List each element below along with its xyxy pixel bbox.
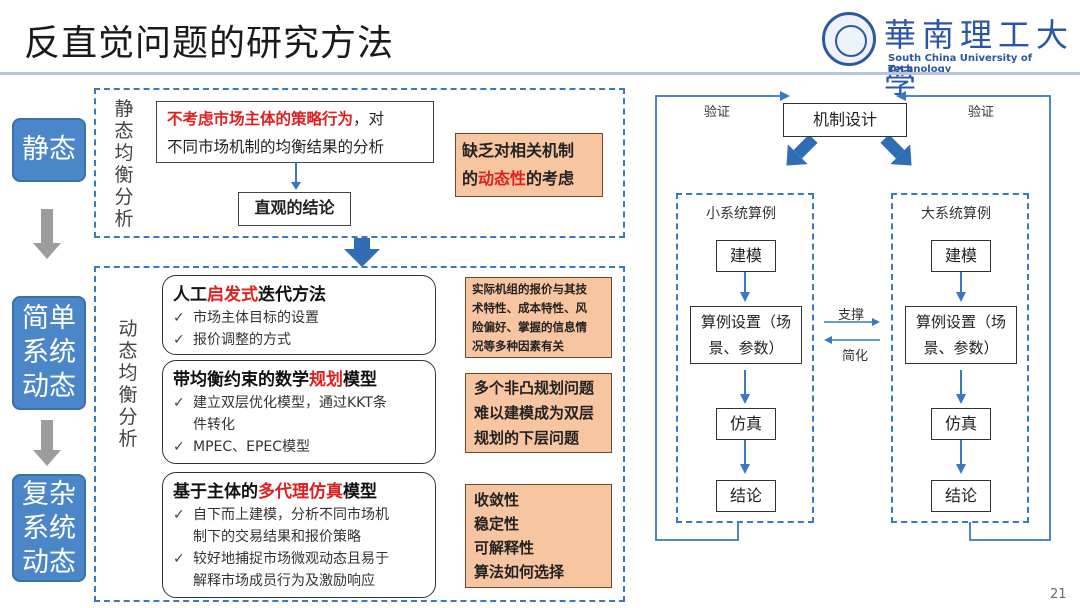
large-modeling-box: 建模 — [931, 240, 991, 272]
equilibrium-note: 多个非凸规划问题难以建模成为双层规划的下层问题 — [465, 373, 612, 453]
large-simulation-box: 仿真 — [931, 408, 991, 440]
header-divider — [0, 72, 1080, 75]
note-line1: 缺乏对相关机制 — [462, 141, 575, 160]
page-title: 反直觉问题的研究方法 — [24, 23, 395, 64]
static-analysis-label: 静态均衡分析 — [114, 98, 134, 230]
static-limitation-note: 缺乏对相关机制 的动态性的考虑 — [455, 133, 603, 197]
static-description-box: 不考虑市场主体的策略行为，对 不同市场机制的均衡结果的分析 — [156, 101, 434, 163]
page-number: 21 — [1050, 587, 1067, 602]
method-heuristic-block: 人工启发式迭代方法 ✓市场主体目标的设置 ✓报价调整的方式 — [162, 275, 436, 355]
support-label: 支撑 — [838, 308, 865, 323]
method-title: 人工启发式迭代方法 — [173, 285, 326, 305]
note-post: 的考虑 — [526, 169, 575, 188]
list-item: ✓较好地捕捉市场微观动态且易于解释市场成员行为及激励响应 — [173, 551, 389, 589]
list-item: ✓市场主体目标的设置 — [173, 310, 319, 326]
dynamic-analysis-label: 动态均衡分析 — [118, 318, 138, 450]
stage-simple-dynamic: 简单系统动态 — [12, 296, 86, 410]
list-item: ✓报价调整的方式 — [173, 332, 291, 348]
small-system-panel — [676, 193, 814, 523]
university-name-cn: 華南理工大學 — [884, 16, 1075, 100]
flowchart-connectors — [655, 91, 1051, 541]
method-title: 基于主体的多代理仿真模型 — [173, 482, 377, 502]
intuitive-conclusion-box: 直观的结论 — [238, 192, 351, 226]
dynamic-analysis-panel — [94, 266, 625, 602]
small-system-title: 小系统算例 — [706, 206, 776, 222]
method-agent-block: 基于主体的多代理仿真模型 ✓自下而上建模，分析不同市场机制下的交易结果和报价策略… — [162, 472, 436, 598]
method-equilibrium-block: 带均衡约束的数学规划模型 ✓建立双层优化模型，通过KKT条件转化 ✓MPEC、E… — [162, 360, 436, 464]
verify-right-label: 验证 — [968, 105, 995, 120]
list-item: ✓MPEC、EPEC模型 — [173, 439, 311, 455]
stage-static: 静态 — [12, 118, 86, 182]
simplify-label: 简化 — [842, 349, 869, 364]
static-analysis-panel — [94, 88, 625, 238]
small-modeling-box: 建模 — [716, 240, 776, 272]
section-down-arrow-icon — [344, 238, 380, 267]
static-desc-line2: 不同市场机制的均衡结果的分析 — [167, 138, 385, 156]
down-arrow-icon — [33, 420, 61, 468]
mechanism-design-box: 机制设计 — [783, 103, 907, 137]
large-system-title: 大系统算例 — [921, 206, 991, 222]
university-name-en: South China University of Technology — [888, 53, 1033, 75]
university-seal-logo — [822, 12, 876, 66]
verify-left-label: 验证 — [704, 105, 731, 120]
static-desc-suffix: ，对 — [353, 110, 385, 128]
large-system-panel — [891, 193, 1029, 523]
agent-note: 收敛性稳定性可解释性算法如何选择 — [465, 484, 612, 588]
note-pre: 的 — [462, 169, 479, 188]
method-title: 带均衡约束的数学规划模型 — [173, 370, 377, 390]
small-case-setup-box: 算例设置（场景、参数） — [690, 306, 802, 364]
note-highlight: 动态性 — [478, 169, 527, 188]
small-conclusion-box: 结论 — [716, 480, 776, 512]
large-conclusion-box: 结论 — [931, 480, 991, 512]
large-case-setup-box: 算例设置（场景、参数） — [905, 306, 1017, 364]
list-item: ✓建立双层优化模型，通过KKT条件转化 — [173, 395, 387, 433]
heuristic-note: 实际机组的报价与其技术特性、成本特性、风险偏好、掌握的信息情况等多种因素有关 — [465, 277, 612, 358]
stage-complex-dynamic: 复杂系统动态 — [12, 474, 86, 582]
connector-arrow-icon — [291, 162, 301, 190]
small-simulation-box: 仿真 — [716, 408, 776, 440]
list-item: ✓自下而上建模，分析不同市场机制下的交易结果和报价策略 — [173, 507, 389, 545]
down-arrow-icon — [33, 209, 61, 261]
static-highlight-text: 不考虑市场主体的策略行为 — [167, 110, 354, 128]
